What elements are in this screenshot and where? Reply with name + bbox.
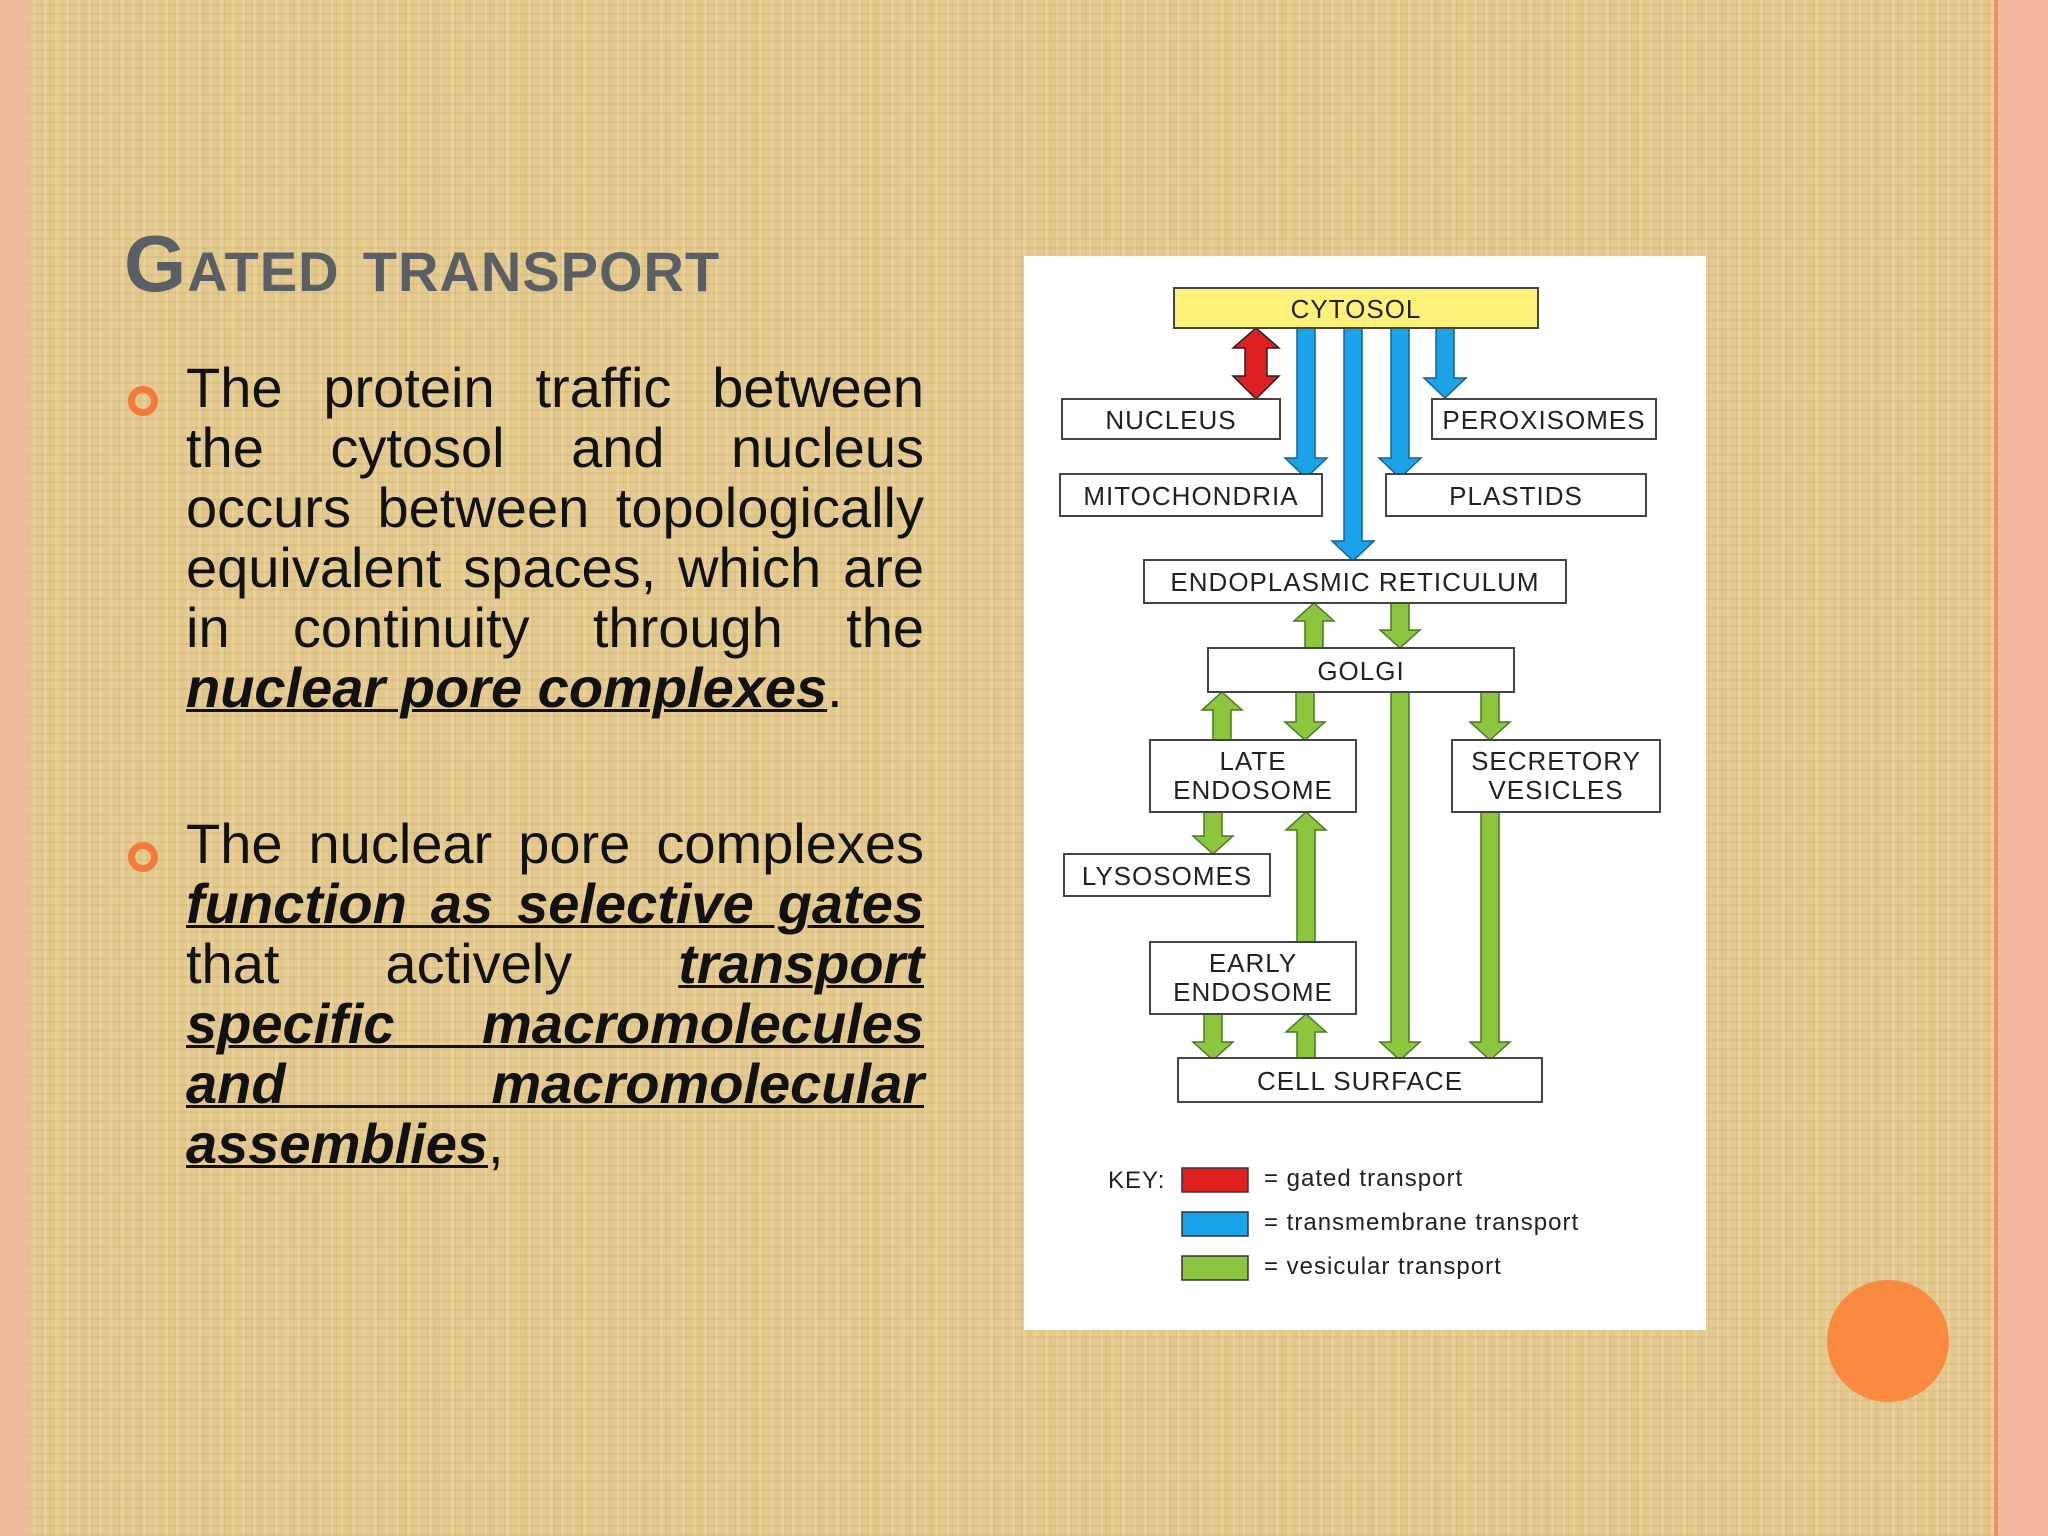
label-secretory-1: SECRETORY <box>1471 746 1641 776</box>
bullet-2-emphasis-2: transport specific macromolecules and ma… <box>186 932 924 1175</box>
right-edge-stripe <box>2000 0 2048 1536</box>
bullet-item-2: The nuclear pore complexes function as s… <box>124 814 924 1174</box>
bullet-2-emphasis-1: function as selective gates <box>186 872 924 935</box>
bullet-text-2: The nuclear pore complexes function as s… <box>186 814 924 1174</box>
transmembrane-arrow-peroxisomes <box>1422 327 1468 400</box>
vesicular-arrow-secretory-to-cell-surface <box>1468 811 1512 1062</box>
key-swatch-vesicular <box>1181 1255 1249 1281</box>
label-nucleus: NUCLEUS <box>1105 405 1236 435</box>
vesicular-arrow-golgi-to-late-endosome <box>1283 691 1327 742</box>
label-mitochondria: MITOCHONDRIA <box>1083 481 1298 511</box>
box-nucleus: NUCLEUS <box>1061 398 1281 440</box>
bullet-ring-icon <box>128 386 158 416</box>
box-golgi: GOLGI <box>1207 647 1515 693</box>
key-text-vesicular: = vesicular transport <box>1264 1253 1502 1280</box>
vesicular-arrow-cell-surface-to-early-endosome <box>1284 1012 1328 1061</box>
vesicular-arrow-golgi-to-secretory <box>1468 691 1512 742</box>
bullet-text-1: The protein traffic between the cytosol … <box>186 358 924 718</box>
label-cytosol: CYTOSOL <box>1291 294 1422 324</box>
bullet-2-part-1: The nuclear pore complexes <box>186 812 924 875</box>
bullet-2-part-3: that actively <box>186 932 679 995</box>
label-early-endosome-1: EARLY <box>1209 948 1297 978</box>
label-late-endosome-2: ENDOSOME <box>1173 775 1333 805</box>
box-cytosol: CYTOSOL <box>1173 287 1539 329</box>
key-swatch-transmembrane <box>1181 1211 1249 1237</box>
right-edge-line <box>1994 0 1998 1536</box>
label-plastids: PLASTIDS <box>1449 481 1583 511</box>
vesicular-arrow-late-endosome-to-lysosomes <box>1191 811 1235 856</box>
left-edge-stripe <box>0 0 30 1536</box>
label-golgi: GOLGI <box>1317 656 1404 686</box>
diagram-key: KEY: = gated transport = transmembrane t… <box>1108 1165 1579 1281</box>
box-endoplasmic-reticulum: ENDOPLASMIC RETICULUM <box>1143 559 1567 604</box>
slide-title: Gated transport <box>124 219 721 308</box>
box-peroxisomes: PEROXISOMES <box>1431 398 1657 440</box>
bullet-1-part-3: . <box>827 656 843 719</box>
transmembrane-arrow-er <box>1330 327 1376 563</box>
vesicular-arrow-early-to-late-endosome <box>1284 810 1328 943</box>
transmembrane-arrow-plastids <box>1377 327 1423 480</box>
box-early-endosome: EARLY ENDOSOME <box>1149 941 1357 1015</box>
label-secretory-2: VESICLES <box>1488 775 1623 805</box>
bullet-list: The protein traffic between the cytosol … <box>124 358 924 1270</box>
decorative-circle <box>1827 1280 1949 1402</box>
transmembrane-arrow-mitochondria <box>1283 327 1329 480</box>
vesicular-arrow-late-endosome-to-golgi <box>1200 690 1244 741</box>
bullet-ring-icon <box>128 842 158 872</box>
box-secretory-vesicles: SECRETORY VESICLES <box>1451 739 1661 813</box>
vesicular-arrow-golgi-to-er <box>1292 601 1336 649</box>
box-plastids: PLASTIDS <box>1385 473 1647 517</box>
box-lysosomes: LYSOSOMES <box>1063 853 1271 897</box>
vesicular-arrow-er-to-golgi <box>1378 602 1422 650</box>
bullet-2-part-5: , <box>487 1112 504 1175</box>
label-cell-surface: CELL SURFACE <box>1257 1066 1463 1096</box>
key-label: KEY: <box>1108 1167 1165 1194</box>
label-er: ENDOPLASMIC RETICULUM <box>1170 567 1539 597</box>
label-late-endosome-1: LATE <box>1219 746 1286 776</box>
bullet-1-part-1: The protein traffic between the cytosol … <box>186 356 924 659</box>
label-peroxisomes: PEROXISOMES <box>1442 405 1645 435</box>
vesicular-arrow-golgi-to-cell-surface <box>1378 691 1422 1062</box>
transport-diagram: CYTOSOL NUCLEUS PEROXISOMES MITOCHONDRIA… <box>1059 287 1661 1281</box>
box-late-endosome: LATE ENDOSOME <box>1149 739 1357 813</box>
box-cell-surface: CELL SURFACE <box>1177 1057 1543 1103</box>
key-text-gated: = gated transport <box>1264 1165 1463 1192</box>
transport-diagram-figure: CYTOSOL NUCLEUS PEROXISOMES MITOCHONDRIA… <box>1024 256 1706 1330</box>
bullet-1-emphasis-1: nuclear pore complexes <box>186 656 828 719</box>
vesicular-arrow-early-endosome-to-cell-surface <box>1191 1013 1235 1062</box>
label-early-endosome-2: ENDOSOME <box>1173 977 1333 1007</box>
bullet-item-1: The protein traffic between the cytosol … <box>124 358 924 718</box>
key-swatch-gated <box>1181 1167 1249 1193</box>
key-text-transmembrane: = transmembrane transport <box>1264 1209 1579 1236</box>
box-mitochondria: MITOCHONDRIA <box>1059 473 1323 517</box>
label-lysosomes: LYSOSOMES <box>1082 861 1252 891</box>
gated-transport-arrow <box>1230 327 1282 401</box>
